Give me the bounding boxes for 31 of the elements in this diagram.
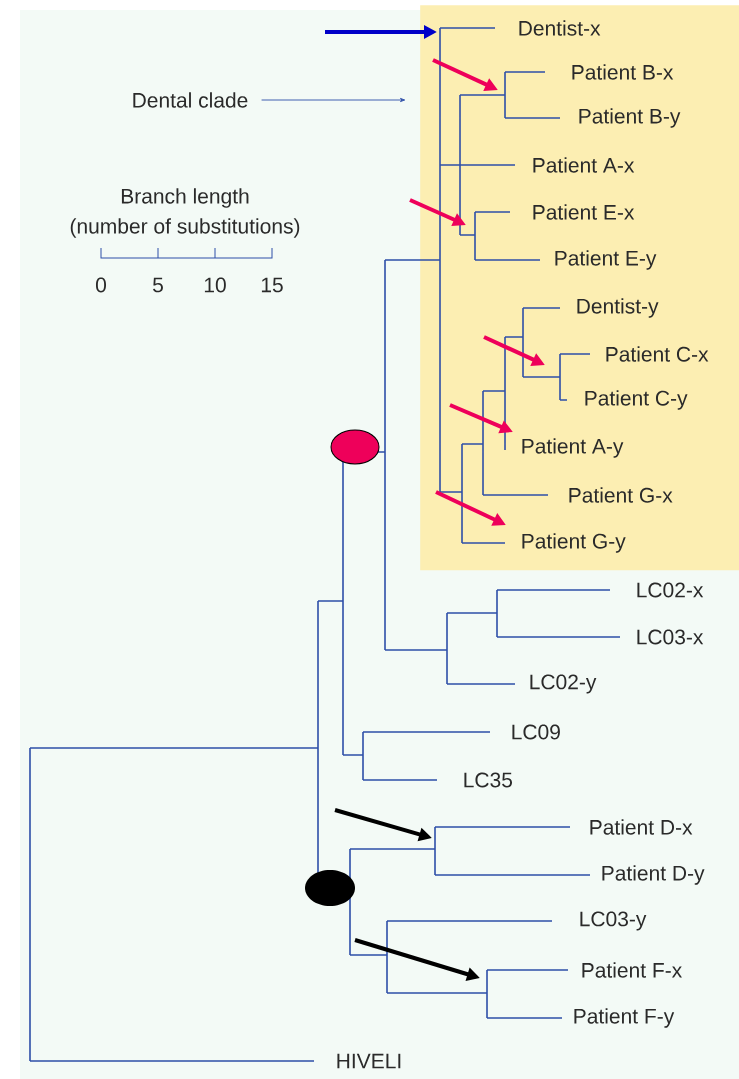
leaf-label: Patient F-y [574, 1008, 675, 1028]
leaf-label: LC09 [512, 724, 560, 740]
leaf-label: LC03-x [637, 629, 704, 645]
clade-label: Dental clade [133, 92, 248, 108]
leaf-label: Dentist-y [577, 298, 659, 318]
leaf-label: Patient C-y [585, 390, 688, 410]
leaf-label: HIVELI [337, 1053, 401, 1069]
leaf-label: LC35 [464, 772, 512, 788]
leaf-label: Patient A-y [522, 438, 624, 458]
leaf-label: Patient G-x [569, 487, 673, 503]
leaf-label: Patient E-y [555, 250, 657, 270]
leaf-label: Patient G-y [522, 533, 626, 553]
leaf-label: LC03-y [580, 911, 647, 931]
clade-band [420, 5, 739, 571]
leaf-label: Patient A-x [533, 157, 635, 173]
leader-arrow [261, 97, 406, 103]
leaf-label: Patient C-x [606, 346, 709, 362]
tick-label: 15 [261, 277, 283, 293]
tick-label: 0 [96, 277, 106, 293]
leaf-label: Patient D-y [602, 865, 705, 885]
leaf-label: Patient F-x [582, 962, 682, 978]
leaf-label: LC02-y [530, 674, 597, 694]
leaf-label: Patient D-x [590, 819, 693, 835]
leaf-label: Patient B-y [579, 108, 681, 128]
axis-title: (number of substitutions) [70, 218, 300, 238]
leaf-label: Patient E-x [533, 204, 635, 220]
tick-label: 10 [204, 277, 226, 293]
leaf-label: Patient B-x [572, 64, 674, 80]
axis-title: Branch length [121, 188, 249, 208]
leaf-label: Dentist-x [519, 20, 601, 36]
tick-label: 5 [153, 277, 163, 293]
